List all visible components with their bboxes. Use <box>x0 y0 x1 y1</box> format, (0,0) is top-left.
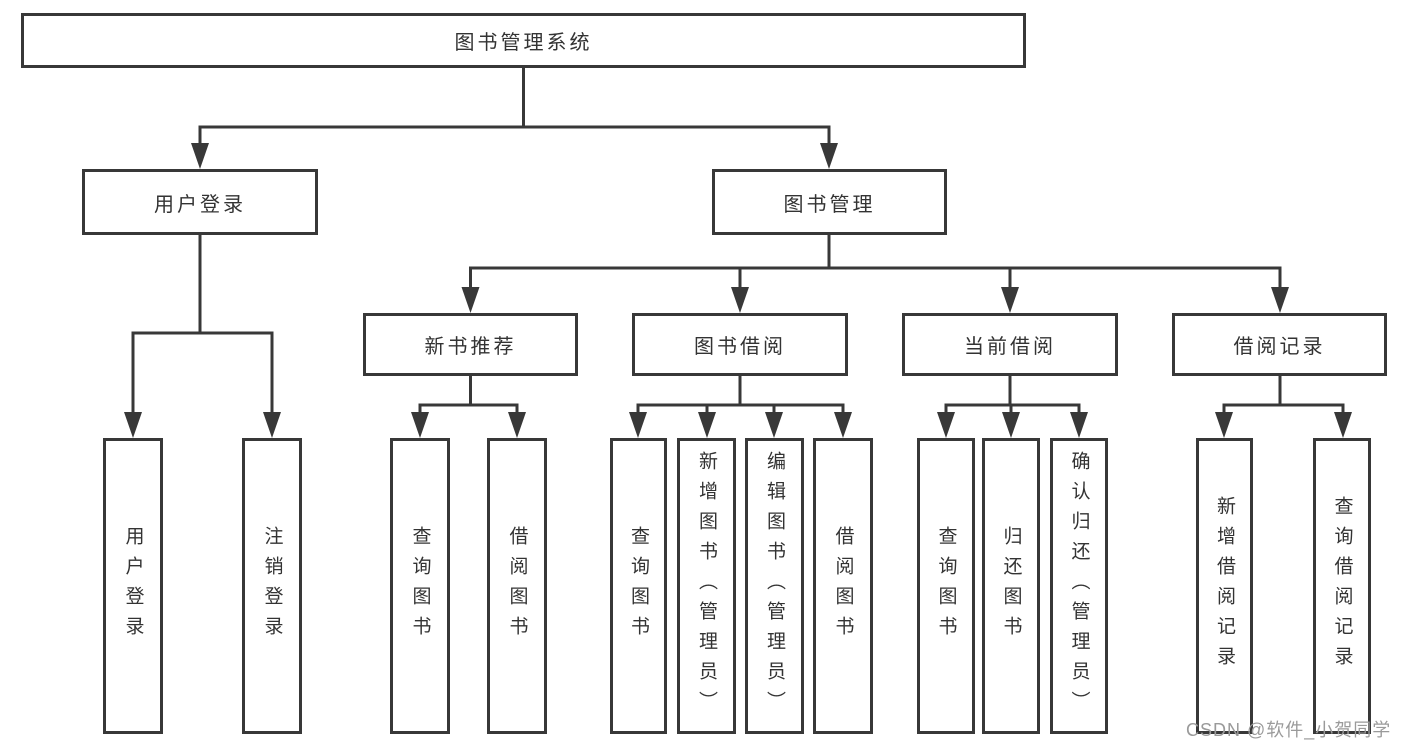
node-label: 当前借阅 <box>964 336 1056 358</box>
node-label: 查询图书 <box>409 526 431 646</box>
node-book-management: 图书管理 <box>712 169 947 235</box>
connector-root-to-level2 <box>191 68 838 169</box>
arrowhead <box>820 143 838 169</box>
node-borrowing-records: 借阅记录 <box>1172 313 1387 376</box>
leaf-add-book-admin: 新增图书（管理员） <box>677 438 736 734</box>
arrowhead <box>629 412 647 438</box>
arrowhead <box>1271 287 1289 313</box>
arrowhead <box>1334 412 1352 438</box>
leaf-add-borrow-record: 新增借阅记录 <box>1196 438 1253 734</box>
node-label: 确认归还（管理员） <box>1068 451 1090 721</box>
node-label: 新增图书（管理员） <box>696 451 717 721</box>
node-user-login: 用户登录 <box>82 169 318 235</box>
node-current-borrowing: 当前借阅 <box>902 313 1118 376</box>
connector-book-management-children <box>461 235 1289 313</box>
leaf-logout: 注销登录 <box>242 438 302 734</box>
arrowhead <box>124 412 142 438</box>
leaf-query-borrow-record: 查询借阅记录 <box>1313 438 1371 734</box>
arrowhead <box>834 412 852 438</box>
node-label: 查询图书 <box>935 526 957 646</box>
node-label: 借阅记录 <box>1233 336 1326 358</box>
arrowhead <box>411 412 429 438</box>
leaf-borrow-books-recommend: 借阅图书 <box>487 438 547 734</box>
connector-user-login-children <box>124 235 281 438</box>
arrowhead <box>731 287 749 313</box>
node-label: 归还图书 <box>1000 526 1022 646</box>
leaf-edit-book-admin: 编辑图书（管理员） <box>745 438 804 734</box>
arrowhead <box>508 412 526 438</box>
node-label: 查询图书 <box>628 526 649 646</box>
node-label: 借阅图书 <box>506 526 528 646</box>
arrowhead <box>1070 412 1088 438</box>
node-label: 图书借阅 <box>694 336 786 358</box>
node-label: 图书管理系统 <box>454 32 593 54</box>
node-label: 用户登录 <box>122 526 144 646</box>
connector-new-book-recommend-children <box>411 376 526 438</box>
arrowhead <box>698 412 716 438</box>
connector-book-borrowing-children <box>629 376 852 438</box>
arrowhead <box>1002 412 1020 438</box>
node-label: 编辑图书（管理员） <box>764 451 785 721</box>
leaf-user-login: 用户登录 <box>103 438 163 734</box>
leaf-confirm-return-admin: 确认归还（管理员） <box>1050 438 1108 734</box>
node-label: 新书推荐 <box>424 336 517 358</box>
node-new-book-recommend: 新书推荐 <box>363 313 578 376</box>
node-label: 新增借阅记录 <box>1214 496 1235 676</box>
leaf-query-books-current: 查询图书 <box>917 438 975 734</box>
leaf-query-books-borrowing: 查询图书 <box>610 438 667 734</box>
node-label: 借阅图书 <box>832 526 854 646</box>
arrowhead <box>937 412 955 438</box>
connector-current-borrowing-children <box>937 376 1088 438</box>
node-library-system: 图书管理系统 <box>21 13 1026 68</box>
node-label: 查询借阅记录 <box>1331 496 1353 676</box>
leaf-borrow-books-borrowing: 借阅图书 <box>813 438 873 734</box>
leaf-query-books-recommend: 查询图书 <box>390 438 450 734</box>
leaf-return-book: 归还图书 <box>982 438 1040 734</box>
watermark: CSDN @软件_小贺同学 <box>1186 720 1392 740</box>
node-label: 注销登录 <box>261 526 283 646</box>
arrowhead <box>191 143 209 169</box>
arrowhead <box>765 412 783 438</box>
node-book-borrowing: 图书借阅 <box>632 313 848 376</box>
arrowhead <box>1001 287 1019 313</box>
connector-borrowing-records-children <box>1215 376 1352 438</box>
node-label: 用户登录 <box>154 193 246 216</box>
arrowhead <box>1215 412 1233 438</box>
node-label: 图书管理 <box>783 193 876 216</box>
arrowhead <box>461 287 480 313</box>
arrowhead <box>263 412 281 438</box>
